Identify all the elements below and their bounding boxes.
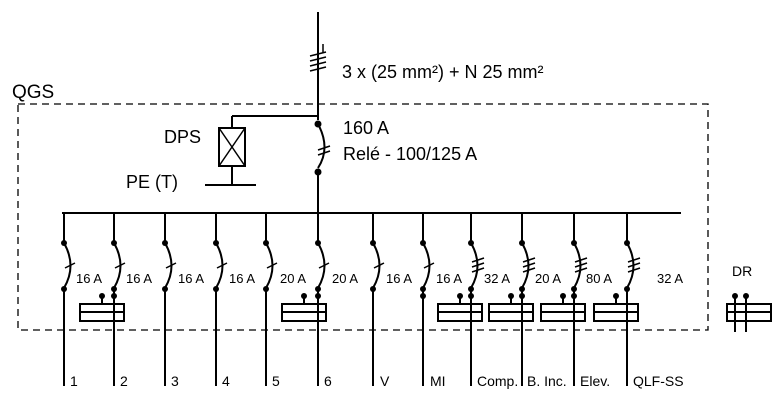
circuit-label: 3 <box>171 373 179 389</box>
circuit-label: 1 <box>70 373 78 389</box>
circuit-rating: 16 A <box>126 271 152 286</box>
circuit-rating: 32 A <box>484 271 510 286</box>
pe-label: PE (T) <box>126 172 178 192</box>
circuit-rating: 20 A <box>332 271 358 286</box>
dr-block <box>571 293 639 322</box>
circuit-rating: 16 A <box>386 271 412 286</box>
relay-label: Relé - 100/125 A <box>343 144 477 164</box>
circuit-4-breaker <box>213 213 228 386</box>
main-breaker-rating: 160 A <box>343 118 389 138</box>
circuit-label: Comp. <box>477 373 518 389</box>
dr-block <box>420 293 483 322</box>
circuit-8-breaker <box>420 213 435 386</box>
dr-block <box>79 293 125 322</box>
circuit-label: 2 <box>120 373 128 389</box>
circuit-rating: 20 A <box>535 271 561 286</box>
feeder-cable-label: 3 x (25 mm²) + N 25 mm² <box>342 62 544 82</box>
circuit-11-fuse <box>571 213 588 386</box>
circuit-label: 4 <box>222 373 230 389</box>
circuit-rating: 32 A <box>657 271 683 286</box>
circuit-5-breaker <box>263 213 278 386</box>
circuit-12-fuse <box>624 213 641 386</box>
dr-device <box>726 293 772 332</box>
circuit-1-breaker <box>61 213 76 386</box>
circuit-label: MI <box>430 373 446 389</box>
circuit-rating: 16 A <box>436 271 462 286</box>
circuit-6-breaker <box>315 213 330 386</box>
circuit-breakers: 16 A 1 16 A 2 16 A 3 16 A 4 20 A 5 20 A 6 16 A V 16 A M… <box>61 213 684 389</box>
circuit-label: QLF-SS <box>633 373 684 389</box>
circuit-rating: 16 A <box>178 271 204 286</box>
dr-block <box>281 293 327 322</box>
surge-protector <box>205 115 318 186</box>
circuit-3-breaker <box>162 213 177 386</box>
circuit-label: 5 <box>272 373 280 389</box>
dr-block <box>468 293 534 322</box>
qgs-panel-boundary <box>17 103 709 331</box>
qgs-panel-label: QGS <box>12 82 54 103</box>
main-breaker <box>314 120 331 213</box>
circuit-label: 6 <box>324 373 332 389</box>
circuit-rating: 16 A <box>76 271 102 286</box>
feeder-cable <box>309 12 327 120</box>
circuit-7-breaker <box>370 213 385 386</box>
circuit-2-breaker <box>111 213 126 386</box>
circuit-rating: 16 A <box>229 271 255 286</box>
circuit-label: Elev. <box>580 373 610 389</box>
dps-label: DPS <box>164 127 201 147</box>
circuit-rating: 20 A <box>280 271 306 286</box>
circuit-9-fuse <box>468 213 485 386</box>
dr-block <box>519 293 586 322</box>
circuit-label: B. Inc. <box>527 373 567 389</box>
circuit-rating: 80 A <box>586 271 612 286</box>
dr-label: DR <box>732 263 752 279</box>
circuit-10-fuse <box>519 213 536 386</box>
circuit-label: V <box>380 373 390 389</box>
